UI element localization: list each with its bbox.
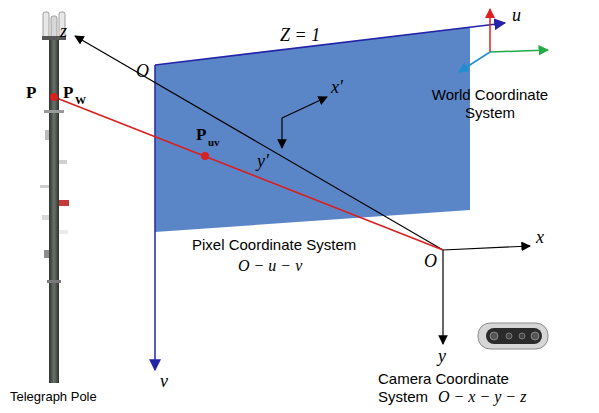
- u-axis: [155, 23, 505, 65]
- object-caption: Telegraph Pole: [10, 388, 97, 406]
- system-notation: O − x − y − z: [438, 388, 526, 406]
- x-prime-axis: [282, 97, 327, 118]
- axis-letter: u: [512, 6, 521, 24]
- x-axis: [443, 246, 530, 250]
- world-axis-red: [489, 9, 491, 52]
- telegraph-pole: [40, 12, 69, 383]
- image-point: [201, 152, 209, 160]
- world-axis-green: [490, 50, 548, 52]
- axis-letter: z: [60, 22, 67, 40]
- plane-equation: Z = 1: [280, 26, 320, 44]
- world-axis-blue: [459, 52, 490, 72]
- point-name: P: [63, 84, 73, 102]
- z-axis: [75, 36, 443, 250]
- system-caption: Pixel Coordinate System: [192, 236, 356, 254]
- point-name: P: [196, 126, 206, 144]
- axis-letter: x: [536, 228, 544, 246]
- y-prime-axis: [281, 118, 282, 148]
- axis-letter: v: [160, 372, 168, 390]
- point-subscript: W: [75, 94, 86, 106]
- image-plane: [155, 27, 470, 232]
- projection-ray: [54, 97, 443, 250]
- origin-letter: O: [424, 252, 437, 270]
- point-subscript: uv: [208, 136, 220, 148]
- system-caption: World Coordinate System: [420, 86, 560, 122]
- depth-camera: [478, 323, 548, 349]
- axis-letter: x′: [331, 78, 343, 96]
- axis-letter: y′: [257, 152, 269, 170]
- system-notation: O − u − v: [238, 257, 302, 275]
- origin-letter: O: [136, 62, 149, 80]
- v-axis: [154, 65, 156, 370]
- point-name: P: [26, 84, 36, 102]
- y-axis: [442, 250, 443, 344]
- world-point: [50, 93, 58, 101]
- axis-letter: y: [438, 347, 446, 365]
